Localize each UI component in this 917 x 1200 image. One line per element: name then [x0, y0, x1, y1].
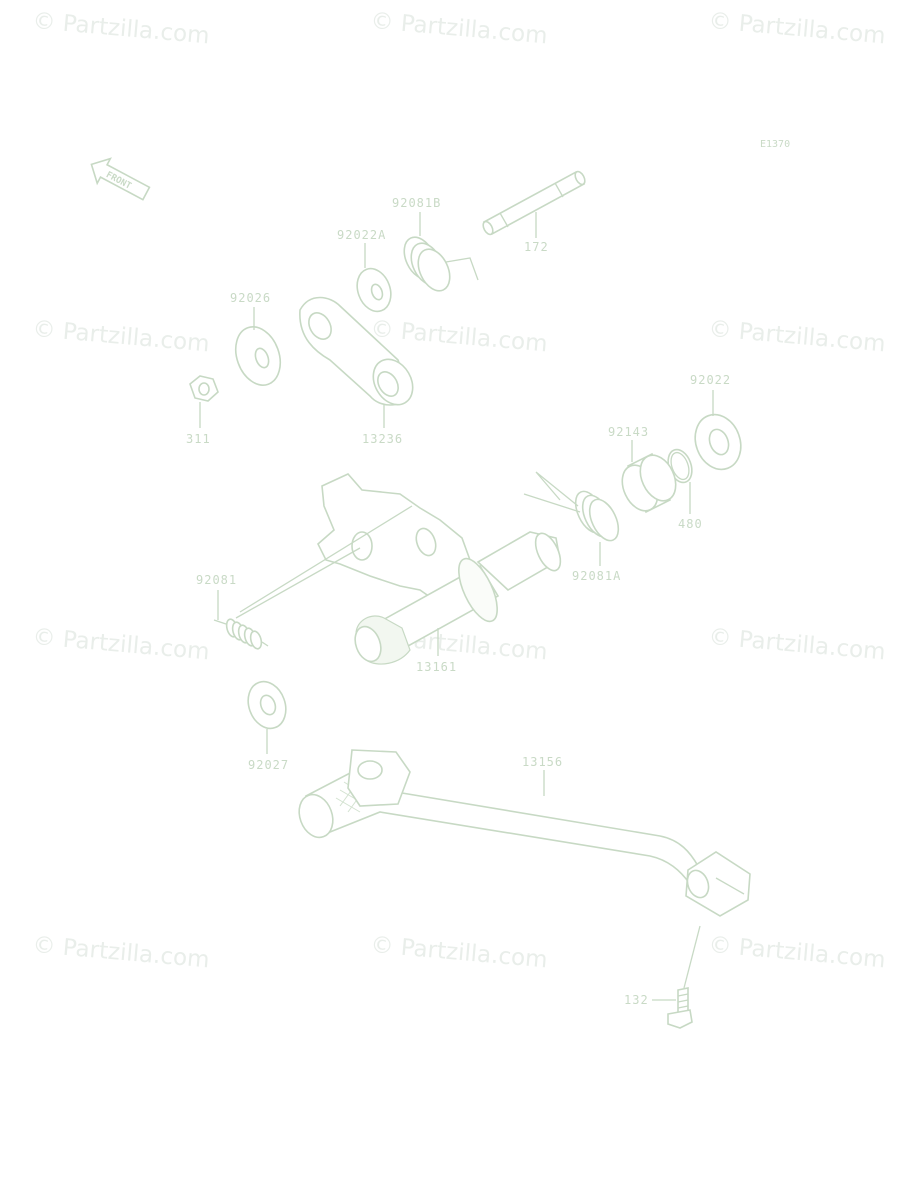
nut-311 — [189, 375, 219, 402]
part-label-92026: 92026 — [230, 291, 271, 305]
spring-92081b — [403, 236, 479, 292]
washer-92022a — [356, 267, 392, 313]
washer-92022 — [694, 413, 742, 471]
watermark: © Partzilla.com — [31, 8, 210, 49]
spring-92081a — [523, 471, 620, 542]
part-label-92027: 92027 — [248, 758, 289, 772]
part-label-13156: 13156 — [522, 755, 563, 769]
watermark: © Partzilla.com — [369, 8, 548, 49]
watermark: © Partzilla.com — [707, 932, 886, 973]
part-label-13161: 13161 — [416, 660, 457, 674]
watermark: © Partzilla.com — [707, 624, 886, 665]
shift-arm-13236 — [299, 296, 414, 406]
washer-92026 — [234, 326, 282, 386]
watermark: © Partzilla.com — [31, 316, 210, 357]
part-label-92081a: 92081A — [572, 569, 621, 583]
part-label-480: 480 — [678, 517, 703, 531]
collar-92143 — [621, 452, 677, 514]
watermark: © Partzilla.com — [369, 932, 548, 973]
washer-92027 — [247, 680, 287, 730]
watermark: © Partzilla.com — [707, 8, 886, 49]
part-label-132: 132 — [624, 993, 649, 1007]
shift-shaft-assembly-13161 — [235, 473, 562, 665]
front-arrow-icon: FRONT — [90, 157, 151, 201]
part-label-92022a: 92022A — [337, 228, 386, 242]
part-label-172: 172 — [524, 240, 549, 254]
bolt-132 — [667, 987, 693, 1029]
watermark: © Partzilla.com — [707, 316, 886, 357]
part-label-92022: 92022 — [690, 373, 731, 387]
part-label-92081: 92081 — [196, 573, 237, 587]
part-label-92081b: 92081B — [392, 196, 441, 210]
part-label-92143: 92143 — [608, 425, 649, 439]
watermark: © Partzilla.com — [31, 624, 210, 665]
watermark: © Partzilla.com — [369, 316, 548, 357]
shift-pedal-13156 — [298, 749, 751, 917]
part-label-311: 311 — [186, 432, 211, 446]
watermark: © Partzilla.com — [31, 932, 210, 973]
shift-shaft-172 — [482, 170, 586, 236]
part-label-13236: 13236 — [362, 432, 403, 446]
diagram-code: E1370 — [760, 139, 790, 150]
spring-92081 — [213, 618, 269, 650]
watermarks: © Partzilla.com © Partzilla.com © Partzi… — [31, 8, 886, 973]
